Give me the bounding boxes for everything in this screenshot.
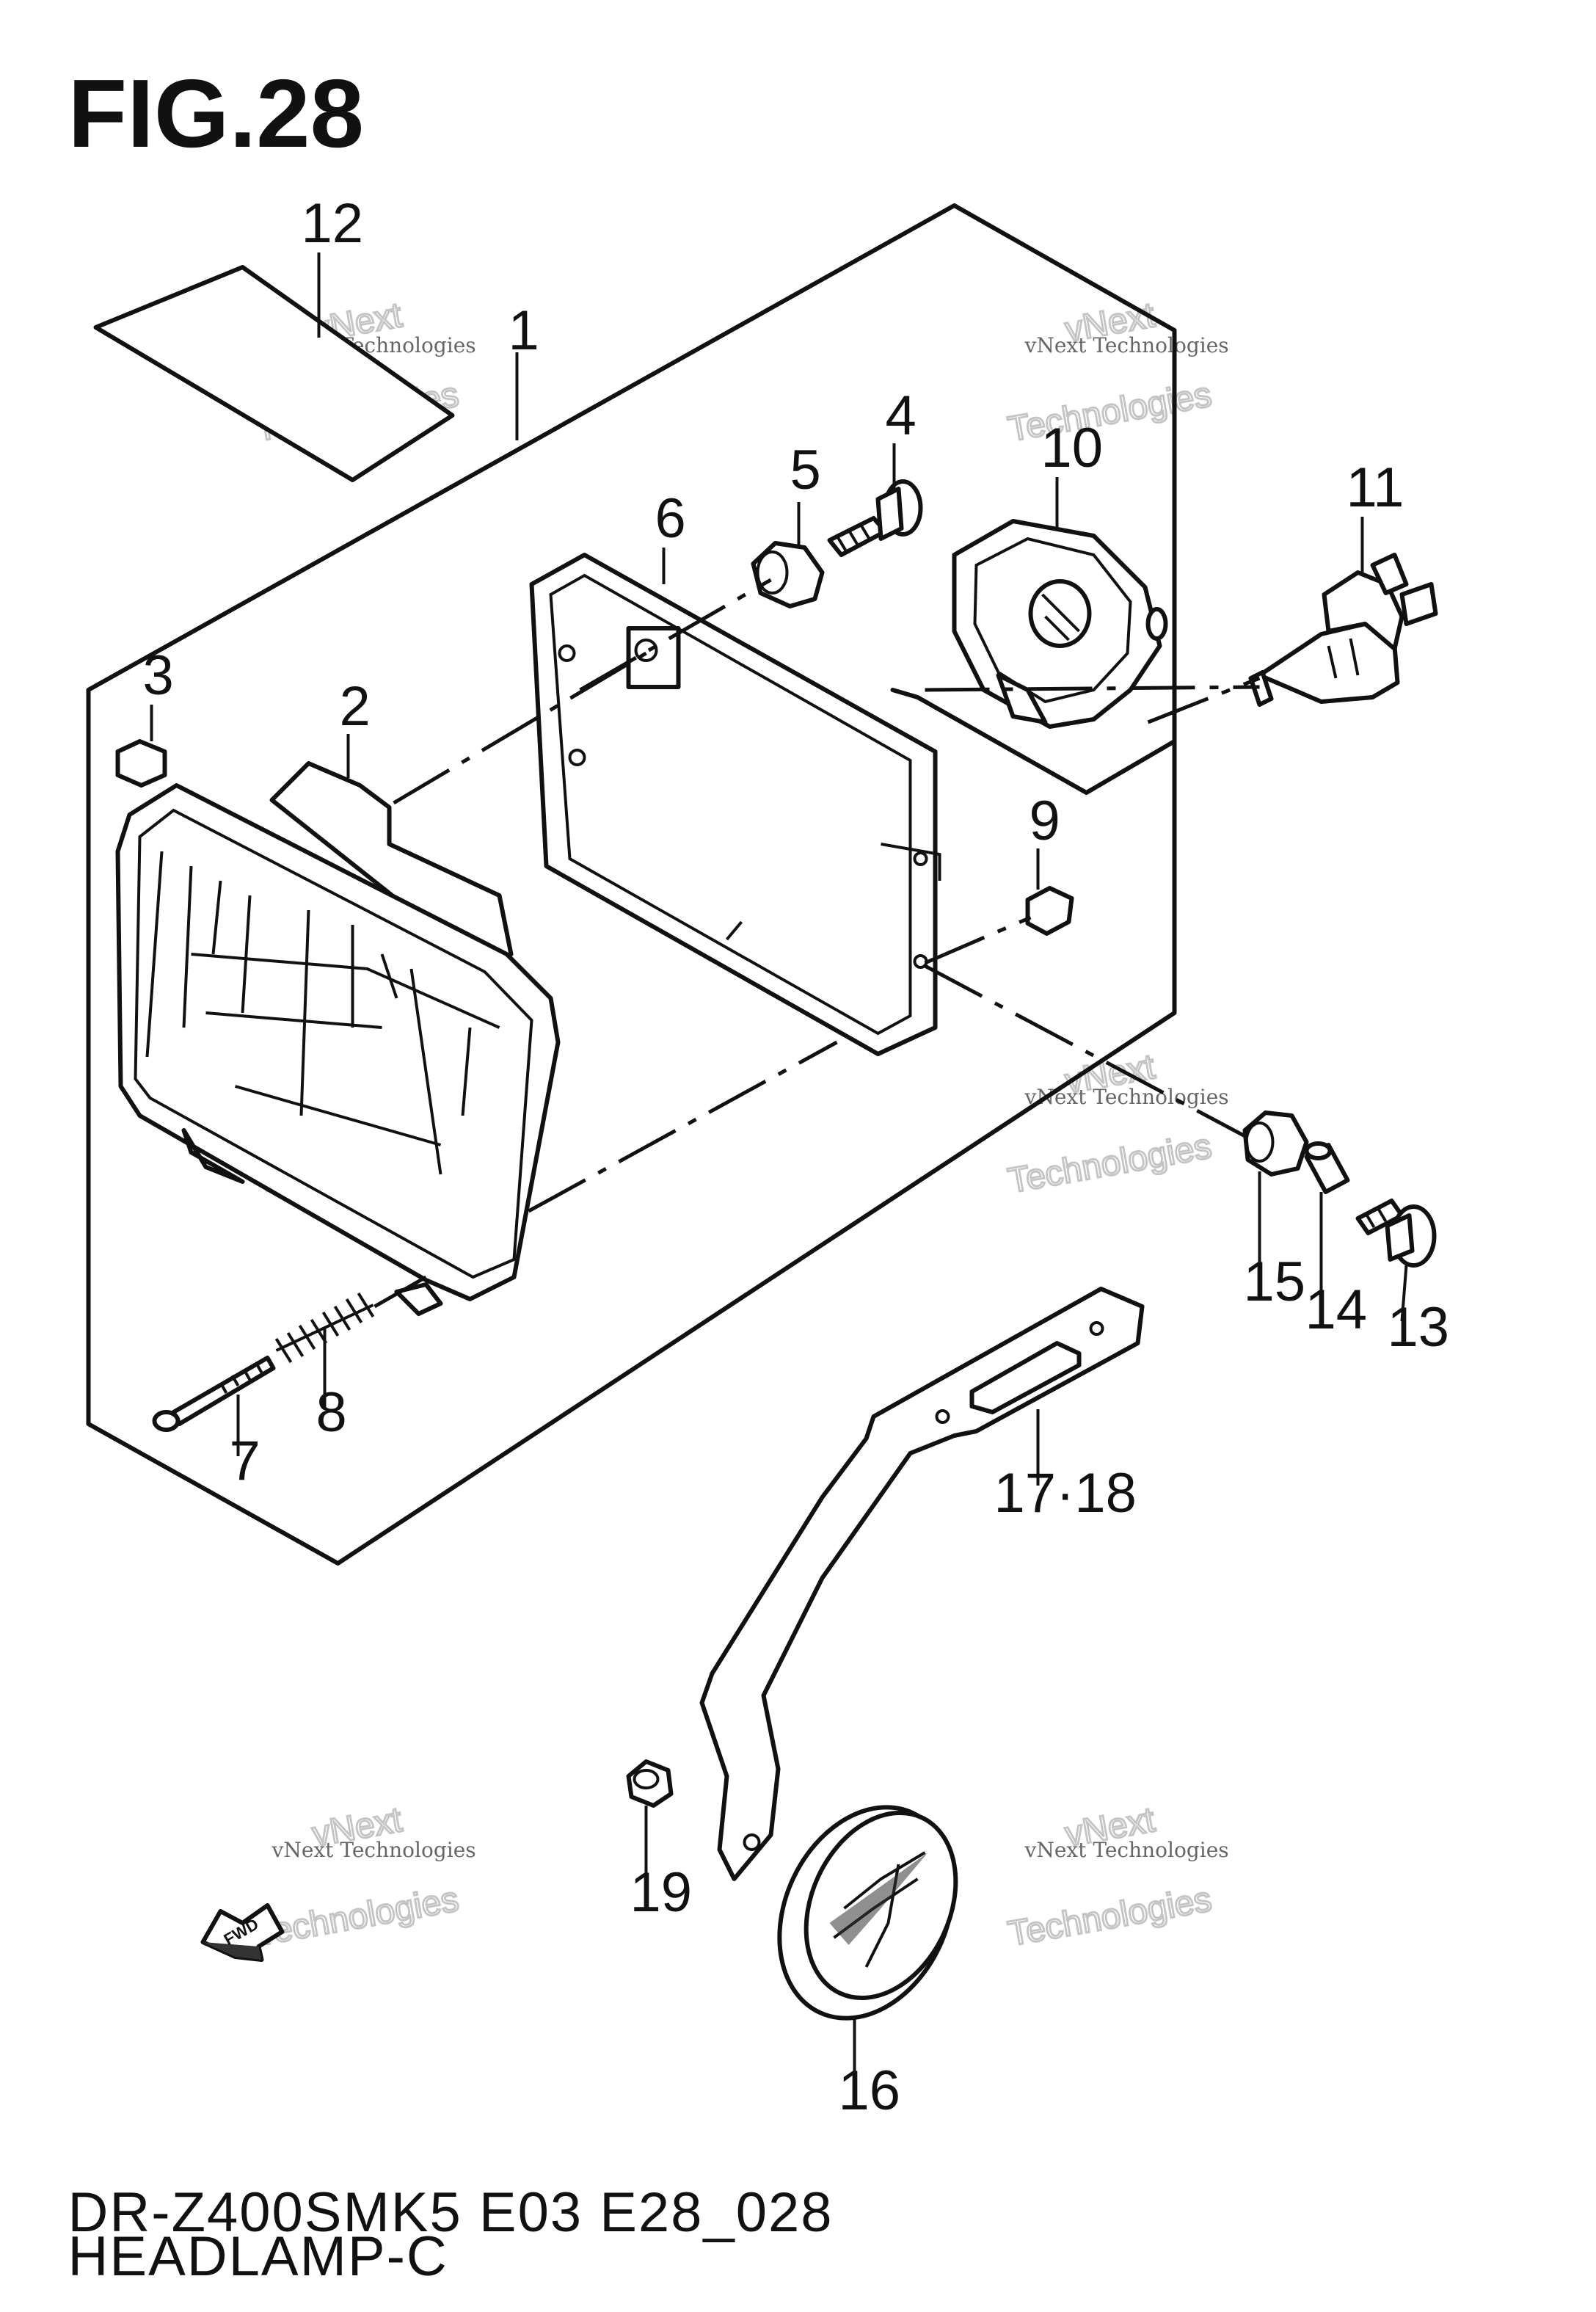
- callout-label: 7: [230, 1430, 260, 1492]
- callout-label: 12: [302, 192, 364, 255]
- label-sheet-part: [93, 265, 455, 482]
- callout-label: 1: [509, 299, 539, 362]
- callout-label: 16: [839, 2060, 901, 2122]
- callout-label: 10: [1041, 417, 1104, 479]
- nut-part-19: [626, 1759, 674, 1808]
- callout-labels: 12 1 4 5 10 11 6 3 2 9 15 14 13 8 7 17·1…: [143, 192, 1450, 2122]
- callout-label: 19: [630, 1861, 693, 1924]
- svg-text:Technologies: Technologies: [1005, 1880, 1214, 1954]
- model-code: DR-Z400SMK5 E03 E28_028: [68, 2181, 834, 2244]
- callout-label: 2: [340, 675, 371, 738]
- assembly-leader-lines: [374, 578, 1261, 1309]
- svg-text:Technologies: Technologies: [1005, 375, 1214, 449]
- callout-label: 4: [886, 385, 917, 447]
- socket-cover-part-10: [952, 519, 1168, 729]
- callout-label: 13: [1388, 1296, 1450, 1359]
- callout-label: 9: [1030, 790, 1060, 852]
- callout-label: 11: [1347, 457, 1404, 519]
- assembly-outline-step: [890, 688, 1177, 795]
- headlamp-unit-part: [115, 761, 561, 1316]
- callout-label: 5: [790, 439, 821, 501]
- adjust-screw-part-7: [152, 1356, 276, 1432]
- reflector-part-16: [777, 1805, 958, 2021]
- spring-part-8: [274, 1292, 375, 1364]
- grommet-part-15: [1242, 1110, 1309, 1177]
- collar-part-14: [1304, 1141, 1350, 1194]
- forward-direction-arrow: FWD: [200, 1903, 285, 1962]
- nut-part-9: [1025, 886, 1074, 936]
- bolt-part-13: [1355, 1199, 1437, 1268]
- svg-text:vNext Technologies: vNext Technologies: [272, 1838, 476, 1862]
- grommet-part-5: [751, 541, 825, 608]
- callout-leaders: [150, 252, 1408, 2084]
- callout-label: 15: [1244, 1251, 1306, 1313]
- figure-title: FIG.28: [68, 59, 364, 167]
- screw-part-4: [827, 479, 923, 557]
- bracket-part-17-18: [699, 1287, 1145, 1881]
- svg-text:vNext Technologies: vNext Technologies: [1024, 1085, 1229, 1109]
- nut-part-3: [115, 739, 167, 788]
- assembly-outline-box: [86, 203, 1177, 1566]
- svg-text:vNext Technologies: vNext Technologies: [1024, 1838, 1229, 1862]
- bulb-part-11: [1248, 553, 1438, 707]
- callout-label: 8: [316, 1381, 347, 1444]
- callout-label: 3: [143, 644, 174, 707]
- callout-label: 6: [655, 487, 686, 550]
- figure-caption: HEADLAMP-C: [68, 2225, 448, 2288]
- callout-label: 14: [1305, 1279, 1368, 1341]
- svg-text:vNext Technologies: vNext Technologies: [1024, 333, 1229, 357]
- callout-label: 17·18: [994, 1462, 1137, 1524]
- svg-text:Technologies: Technologies: [1005, 1127, 1214, 1201]
- svg-text:Technologies: Technologies: [252, 1880, 462, 1954]
- headlamp-frame-part: [529, 553, 941, 1056]
